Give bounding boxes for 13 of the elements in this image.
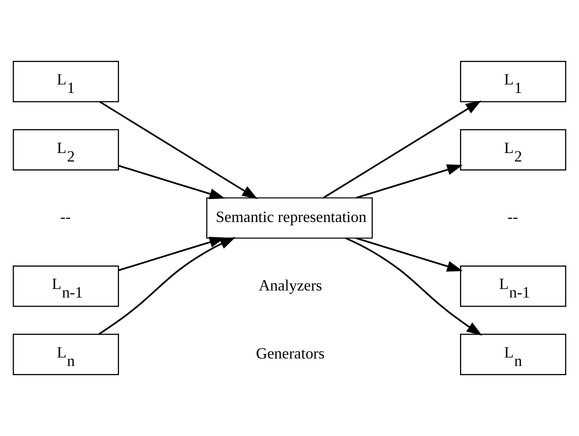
arrow xyxy=(322,100,482,199)
arrow xyxy=(99,101,258,200)
label: Generators xyxy=(256,346,325,363)
label: -- xyxy=(508,209,518,226)
arrow xyxy=(118,164,226,200)
label: -- xyxy=(60,209,71,226)
arrow xyxy=(356,237,463,272)
arrow xyxy=(98,237,236,335)
label: Analyzers xyxy=(258,277,322,294)
arrow xyxy=(345,237,482,336)
arrow xyxy=(118,236,226,272)
arrow xyxy=(356,164,463,199)
node-box: Semantic representation xyxy=(206,197,373,239)
